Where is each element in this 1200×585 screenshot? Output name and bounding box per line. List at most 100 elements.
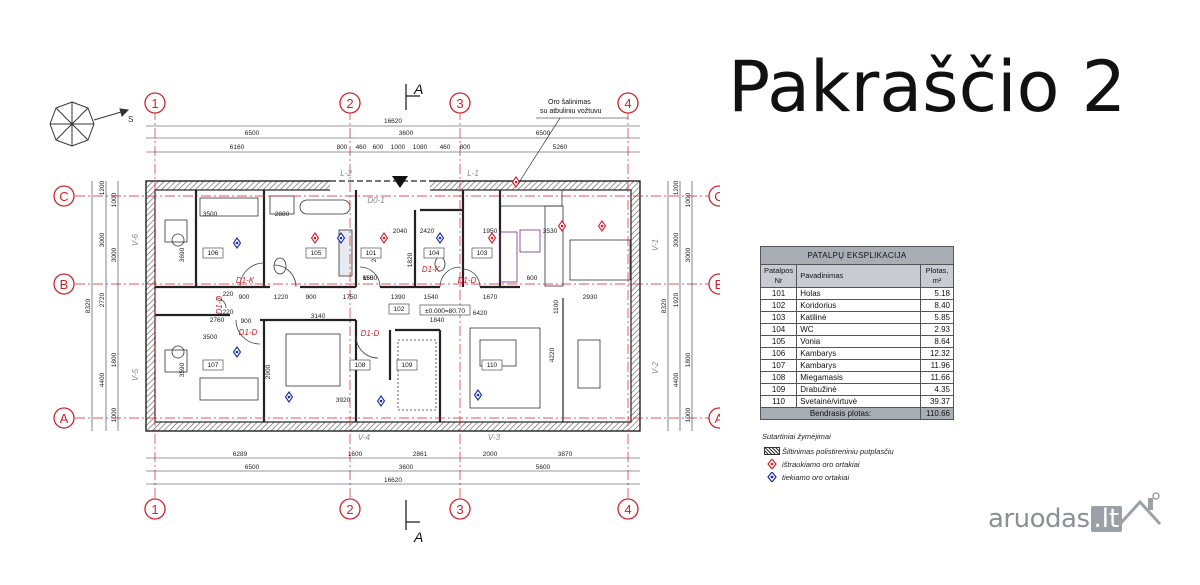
dimension-label: 6289 — [233, 451, 248, 458]
room-number-106: 106 — [208, 250, 219, 257]
room-area-cell: 2.93 — [920, 323, 954, 336]
room-tag-box — [481, 359, 503, 371]
wardrobe-icon — [397, 339, 437, 411]
room-no-cell: 105 — [759, 335, 798, 348]
svg-text:4: 4 — [624, 96, 631, 111]
room-name-cell: Holas — [796, 287, 921, 300]
room-name-cell: Miegamasis — [796, 371, 921, 384]
axis-A-right: A — [708, 407, 720, 429]
desk-room106-icon — [164, 219, 188, 243]
legend-label: Šiltinimas polistireniniu putplasčiu — [782, 446, 894, 456]
room-tag-box — [396, 359, 418, 371]
dimension-label: 900 — [306, 294, 317, 301]
dimension-label: 3140 — [311, 313, 326, 320]
room-tag-box — [471, 247, 493, 259]
dimension-label: 1000 — [685, 192, 692, 207]
dimension-label: 2760 — [210, 317, 225, 324]
room-tag-box — [202, 247, 224, 259]
svg-text:A: A — [60, 411, 69, 426]
dimension-label: 600 — [527, 275, 538, 282]
axis-bubbles: 1 2 3 4 1 2 3 4 C B A C B A — [53, 92, 720, 520]
room-no-cell: 108 — [759, 371, 798, 384]
room-number-107: 107 — [208, 362, 219, 369]
dining-table-icon — [577, 339, 601, 389]
dimension-label: 650 — [363, 275, 374, 282]
air-vent-symbols — [232, 176, 607, 407]
dimension-label: 3500 — [203, 211, 218, 218]
room-number-109: 109 — [402, 362, 413, 369]
dimension-label: 1000 — [391, 144, 406, 151]
exhaust-diamond-icon — [310, 232, 320, 244]
svg-text:4: 4 — [624, 502, 631, 517]
exhaust-diamond-icon — [557, 220, 567, 232]
room-number-110: 110 — [487, 362, 498, 369]
section-marker-top: A — [405, 81, 423, 110]
axis-A-left: A — [53, 407, 75, 429]
exhaust-diamond-icon — [511, 176, 521, 188]
dimension-label: 800 — [460, 144, 471, 151]
dimension-label: 1220 — [274, 294, 289, 301]
axis-4-top: 4 — [617, 92, 639, 114]
boiler-icon — [499, 231, 518, 283]
dimension-label: 2040 — [393, 228, 408, 235]
axis-1-bottom: 1 — [144, 498, 166, 520]
insulation-hatch-icon — [764, 447, 780, 455]
room-tag-box — [305, 247, 327, 259]
dimension-label: 1540 — [424, 294, 439, 301]
furniture — [164, 189, 631, 411]
room-area-cell: 11.66 — [920, 371, 954, 384]
dimension-label: 6500 — [536, 130, 551, 137]
room-number-104: 104 — [429, 250, 440, 257]
room-number-105: 105 — [311, 250, 322, 257]
supply-diamond-icon — [435, 232, 445, 244]
room-tag-box — [388, 303, 410, 315]
bed-room107-icon — [199, 377, 259, 401]
dimension-label: 4400 — [673, 372, 680, 387]
room-area-cell: 4.35 — [920, 383, 954, 396]
dimension-label: 1080 — [413, 144, 428, 151]
svg-text:1: 1 — [151, 96, 158, 111]
dimension-label: 3600 — [399, 464, 414, 471]
door-label: D1-K — [422, 265, 441, 274]
room-no-cell: 102 — [759, 299, 798, 312]
wall-label: V-3 — [488, 433, 501, 442]
legend-label: tiekiamo oro ortakiai — [782, 472, 850, 482]
dimension-label: 1200 — [99, 180, 106, 195]
dimension-label: 2000 — [483, 451, 498, 458]
col-header-area: Plotas, m² — [920, 264, 954, 288]
exhaust-diamond-icon — [597, 220, 607, 232]
dimension-label: 5260 — [553, 144, 568, 151]
svg-text:A: A — [715, 411, 720, 426]
room-no-cell: 106 — [759, 347, 798, 360]
compass-icon: S — [49, 101, 133, 147]
toilet-icon — [273, 257, 287, 275]
watermark-logo: aruodas.lt — [988, 492, 1162, 532]
dimension-label: 460 — [356, 144, 367, 151]
dimension-label: 900 — [239, 294, 250, 301]
wall-label: L-1 — [467, 169, 479, 178]
dimension-label: 6500 — [245, 130, 260, 137]
room-tag-box — [349, 359, 371, 371]
dimension-label: 1650 — [363, 275, 378, 282]
room-area-cell: 39.37 — [920, 395, 954, 408]
dimension-label: 4220 — [549, 347, 556, 362]
door-label: D1-D — [239, 328, 258, 337]
dimension-label: 1670 — [483, 294, 498, 301]
dimension-label: 2880 — [275, 211, 290, 218]
room-name-cell: Kambarys — [796, 347, 921, 360]
dimension-label: 4400 — [99, 372, 106, 387]
total-label: Bendrasis plotas: — [760, 407, 921, 420]
dimension-label: 3920 — [336, 397, 351, 404]
wall-label: D0-1 — [367, 196, 384, 205]
door-label: D1-D — [361, 329, 380, 338]
dimension-label: 2861 — [413, 451, 428, 458]
dimension-label: 3690 — [179, 247, 186, 262]
supply-diamond-icon — [232, 346, 242, 358]
